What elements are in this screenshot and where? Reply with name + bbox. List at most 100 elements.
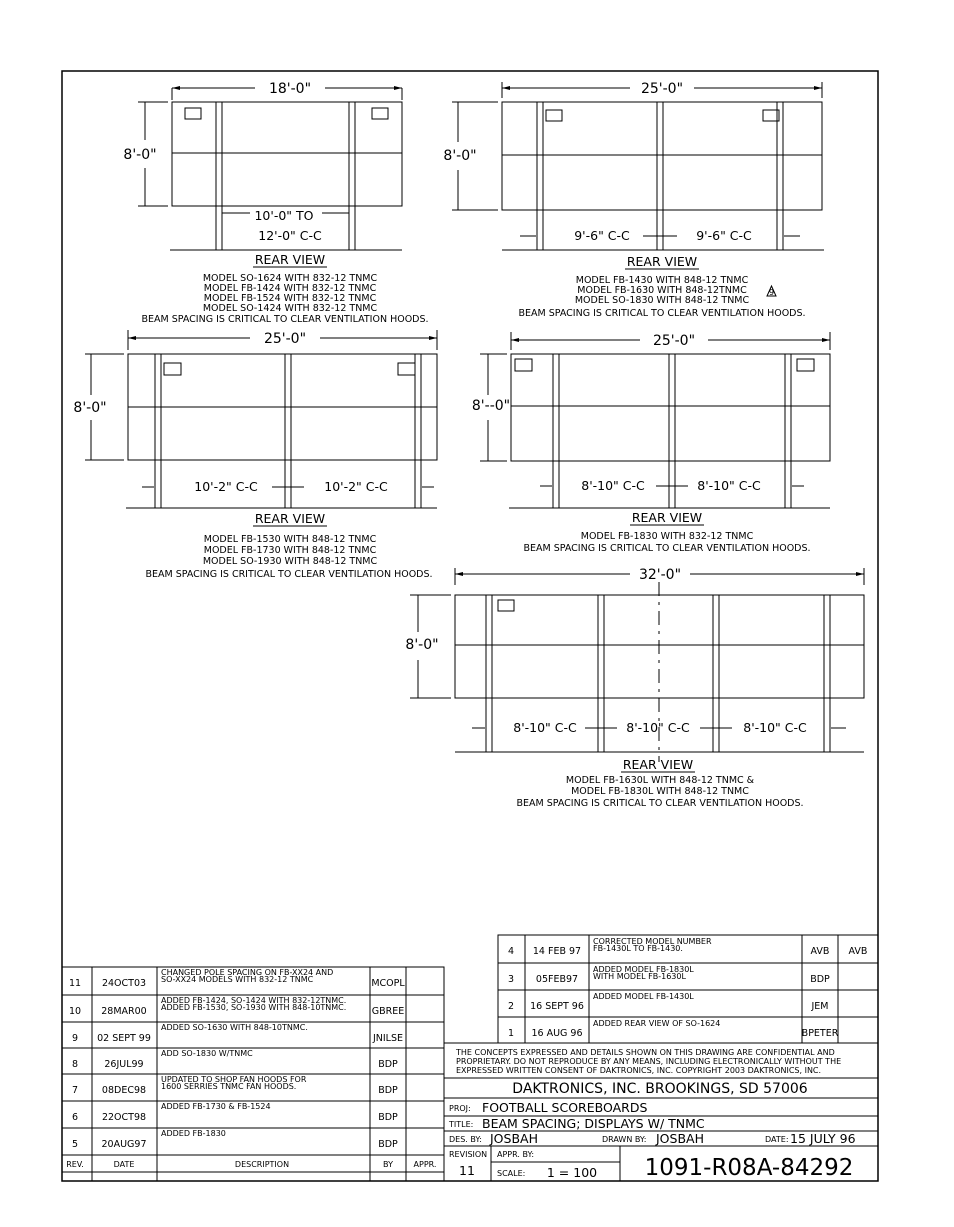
revision-left-description: SO-XX24 MODELS WITH 832-12 TNMC (161, 975, 314, 984)
drawn-by-label: DRAWN BY: (602, 1135, 646, 1144)
revision-left-description: ADD SO-1830 W/TNMC (161, 1049, 253, 1058)
revision-left-rev: 7 (72, 1085, 78, 1096)
revision-left-date: 26JUL99 (104, 1059, 143, 1070)
view-2: 25'-0" 8'-0" 9'-6" C-C 9'-6" C-C REAR VI… (443, 81, 824, 319)
revision-left-by: MCOPL (371, 978, 405, 989)
appr-by-label: APPR. BY: (497, 1150, 534, 1159)
confidential-line-3: EXPRESSED WRITTEN CONSENT OF DAKTRONICS,… (456, 1066, 821, 1075)
des-by-label: DES. BY: (449, 1135, 482, 1144)
revision-left-description: CHANGED POLE SPACING ON FB-XX24 AND (161, 968, 333, 977)
revision-left-date: 20AUG97 (102, 1139, 147, 1150)
revision-right-rev: 4 (508, 946, 514, 957)
view-5-spacing-2: 8'-10" C-C (626, 720, 690, 735)
rev-header-appr: APPR. (414, 1160, 437, 1169)
revision-right-by: AVB (811, 946, 830, 957)
project-name: FOOTBALL SCOREBOARDS (482, 1100, 647, 1115)
revision-right-by: BPETER (802, 1028, 839, 1039)
revision-left-rev: 10 (69, 1006, 81, 1017)
view-4-spacing-1: 8'-10" C-C (581, 478, 645, 493)
revision-left-by: GBREE (372, 1006, 405, 1017)
revision-left-date: 22OCT98 (102, 1112, 146, 1123)
view-4-spacing-2: 8'-10" C-C (697, 478, 761, 493)
revision-triangle-icon (766, 284, 777, 297)
revision-left-description: ADDED FB-1730 & FB-1524 (161, 1102, 271, 1111)
view-2-height: 8'-0" (443, 148, 476, 164)
view-3-model-2: MODEL FB-1730 WITH 848-12 TNMC (204, 545, 377, 556)
view-3: 25'-0" 8'-0" 10'-2" C-C 10'-2" C-C REAR … (73, 330, 438, 580)
view-5-title: REAR VIEW (623, 757, 693, 772)
scale-value: 1 = 100 (547, 1165, 597, 1180)
revision-right-date: 14 FEB 97 (533, 946, 581, 957)
rev-header-date: DATE (114, 1160, 135, 1169)
drawing-title: BEAM SPACING; DISPLAYS W/ TNMC (482, 1116, 705, 1131)
view-1-model-4: MODEL SO-1424 WITH 832-12 TNMC (203, 303, 378, 314)
view-3-model-1: MODEL FB-1530 WITH 848-12 TNMC (204, 534, 377, 545)
company-name: DAKTRONICS, INC. BROOKINGS, SD 57006 (512, 1081, 807, 1097)
view-5-height: 8'-0" (405, 637, 438, 653)
view-2-rev-mark: 9 (769, 288, 774, 297)
rev-header-description: DESCRIPTION (235, 1160, 289, 1169)
view-2-model-2: MODEL FB-1630 WITH 848-12TNMC (577, 285, 747, 296)
view-5-note: BEAM SPACING IS CRITICAL TO CLEAR VENTIL… (516, 798, 803, 809)
view-5-spacing-3: 8'-10" C-C (743, 720, 807, 735)
drawing-date: 15 JULY 96 (790, 1131, 856, 1146)
view-5-model-2: MODEL FB-1830L WITH 848-12 TNMC (571, 786, 749, 797)
view-1-title: REAR VIEW (255, 252, 325, 267)
revision-right-date: 05FEB97 (536, 974, 578, 985)
revision-right-rev: 1 (508, 1028, 514, 1039)
revision-right-description: WITH MODEL FB-1630L (593, 972, 686, 981)
revision-right-description: CORRECTED MODEL NUMBER (593, 937, 712, 946)
revision-left-by: BDP (378, 1139, 398, 1150)
view-5-spacing-1: 8'-10" C-C (513, 720, 577, 735)
view-1-model-3: MODEL FB-1524 WITH 832-12 TNMC (204, 293, 377, 304)
revision-left-description: ADDED FB-1530, SO-1930 WITH 848-10TNMC. (161, 1003, 346, 1012)
view-4-height: 8'--0" (472, 398, 510, 414)
revision-left-description: ADDED FB-1424, SO-1424 WITH 832-12TNMC. (161, 996, 346, 1005)
revision-right-rev: 3 (508, 974, 514, 985)
drawing-number: 1091-R08A-84292 (645, 1155, 854, 1181)
view-1-width: 18'-0" (269, 81, 311, 97)
view-1-note: BEAM SPACING IS CRITICAL TO CLEAR VENTIL… (141, 314, 428, 325)
revision-right-appr: AVB (849, 946, 868, 957)
view-1-model-1: MODEL SO-1624 WITH 832-12 TNMC (203, 273, 378, 284)
view-4: 25'-0" 8'--0" 8'-10" C-C 8'-10" C-C REAR… (472, 332, 831, 554)
view-3-spacing-2: 10'-2" C-C (324, 479, 388, 494)
view-2-spacing-1: 9'-6" C-C (574, 228, 630, 243)
view-5: 32'-0" 8'-0" 8'-10" C-C 8'-10" C-C 8'-10… (405, 567, 865, 809)
revision-left-description: 1600 SERRIES TNMC FAN HOODS. (161, 1082, 296, 1091)
view-4-model-1: MODEL FB-1830 WITH 832-12 TNMC (581, 531, 754, 542)
view-1: 18'-0" 8'-0" 10'-0" TO 12'-0" C-C REAR V… (123, 81, 428, 325)
view-2-model-1: MODEL FB-1430 WITH 848-12 TNMC (576, 275, 749, 286)
revision-left-by: BDP (378, 1112, 398, 1123)
title-label: TITLE: (448, 1120, 473, 1129)
rev-header-rev: REV. (66, 1160, 84, 1169)
revision-number: 11 (459, 1163, 475, 1178)
revision-right-description: FB-1430L TO FB-1430. (593, 944, 683, 953)
revision-left-description: ADDED SO-1630 WITH 848-10TNMC. (161, 1023, 308, 1032)
revision-right-by: BDP (810, 974, 830, 985)
revision-left-date: 28MAR00 (101, 1006, 146, 1017)
revision-label: REVISION (449, 1150, 487, 1159)
view-4-title: REAR VIEW (632, 510, 702, 525)
revision-left-by: BDP (378, 1085, 398, 1096)
revision-right-description: ADDED MODEL FB-1830L (593, 965, 694, 974)
revision-right-by: JEM (810, 1001, 828, 1012)
scale-label: SCALE: (497, 1169, 525, 1178)
view-2-spacing-2: 9'-6" C-C (696, 228, 752, 243)
revision-left-date: 08DEC98 (102, 1085, 146, 1096)
revision-right-date: 16 SEPT 96 (530, 1001, 584, 1012)
view-2-title: REAR VIEW (627, 254, 697, 269)
view-1-height: 8'-0" (123, 147, 156, 163)
view-3-note: BEAM SPACING IS CRITICAL TO CLEAR VENTIL… (145, 569, 432, 580)
revision-left-rev: 9 (72, 1033, 78, 1044)
view-3-width: 25'-0" (264, 331, 306, 347)
revision-right-description: ADDED REAR VIEW OF SO-1624 (593, 1019, 720, 1028)
view-2-width: 25'-0" (641, 81, 683, 97)
view-2-model-3: MODEL SO-1830 WITH 848-12 TNMC (575, 295, 750, 306)
view-5-model-1: MODEL FB-1630L WITH 848-12 TNMC & (566, 775, 755, 786)
confidential-line-2: PROPRIETARY. DO NOT REPRODUCE BY ANY MEA… (456, 1057, 841, 1066)
revision-left-description: ADDED FB-1830 (161, 1129, 226, 1138)
revision-right-date: 16 AUG 96 (531, 1028, 582, 1039)
revision-left-rev: 5 (72, 1139, 78, 1150)
